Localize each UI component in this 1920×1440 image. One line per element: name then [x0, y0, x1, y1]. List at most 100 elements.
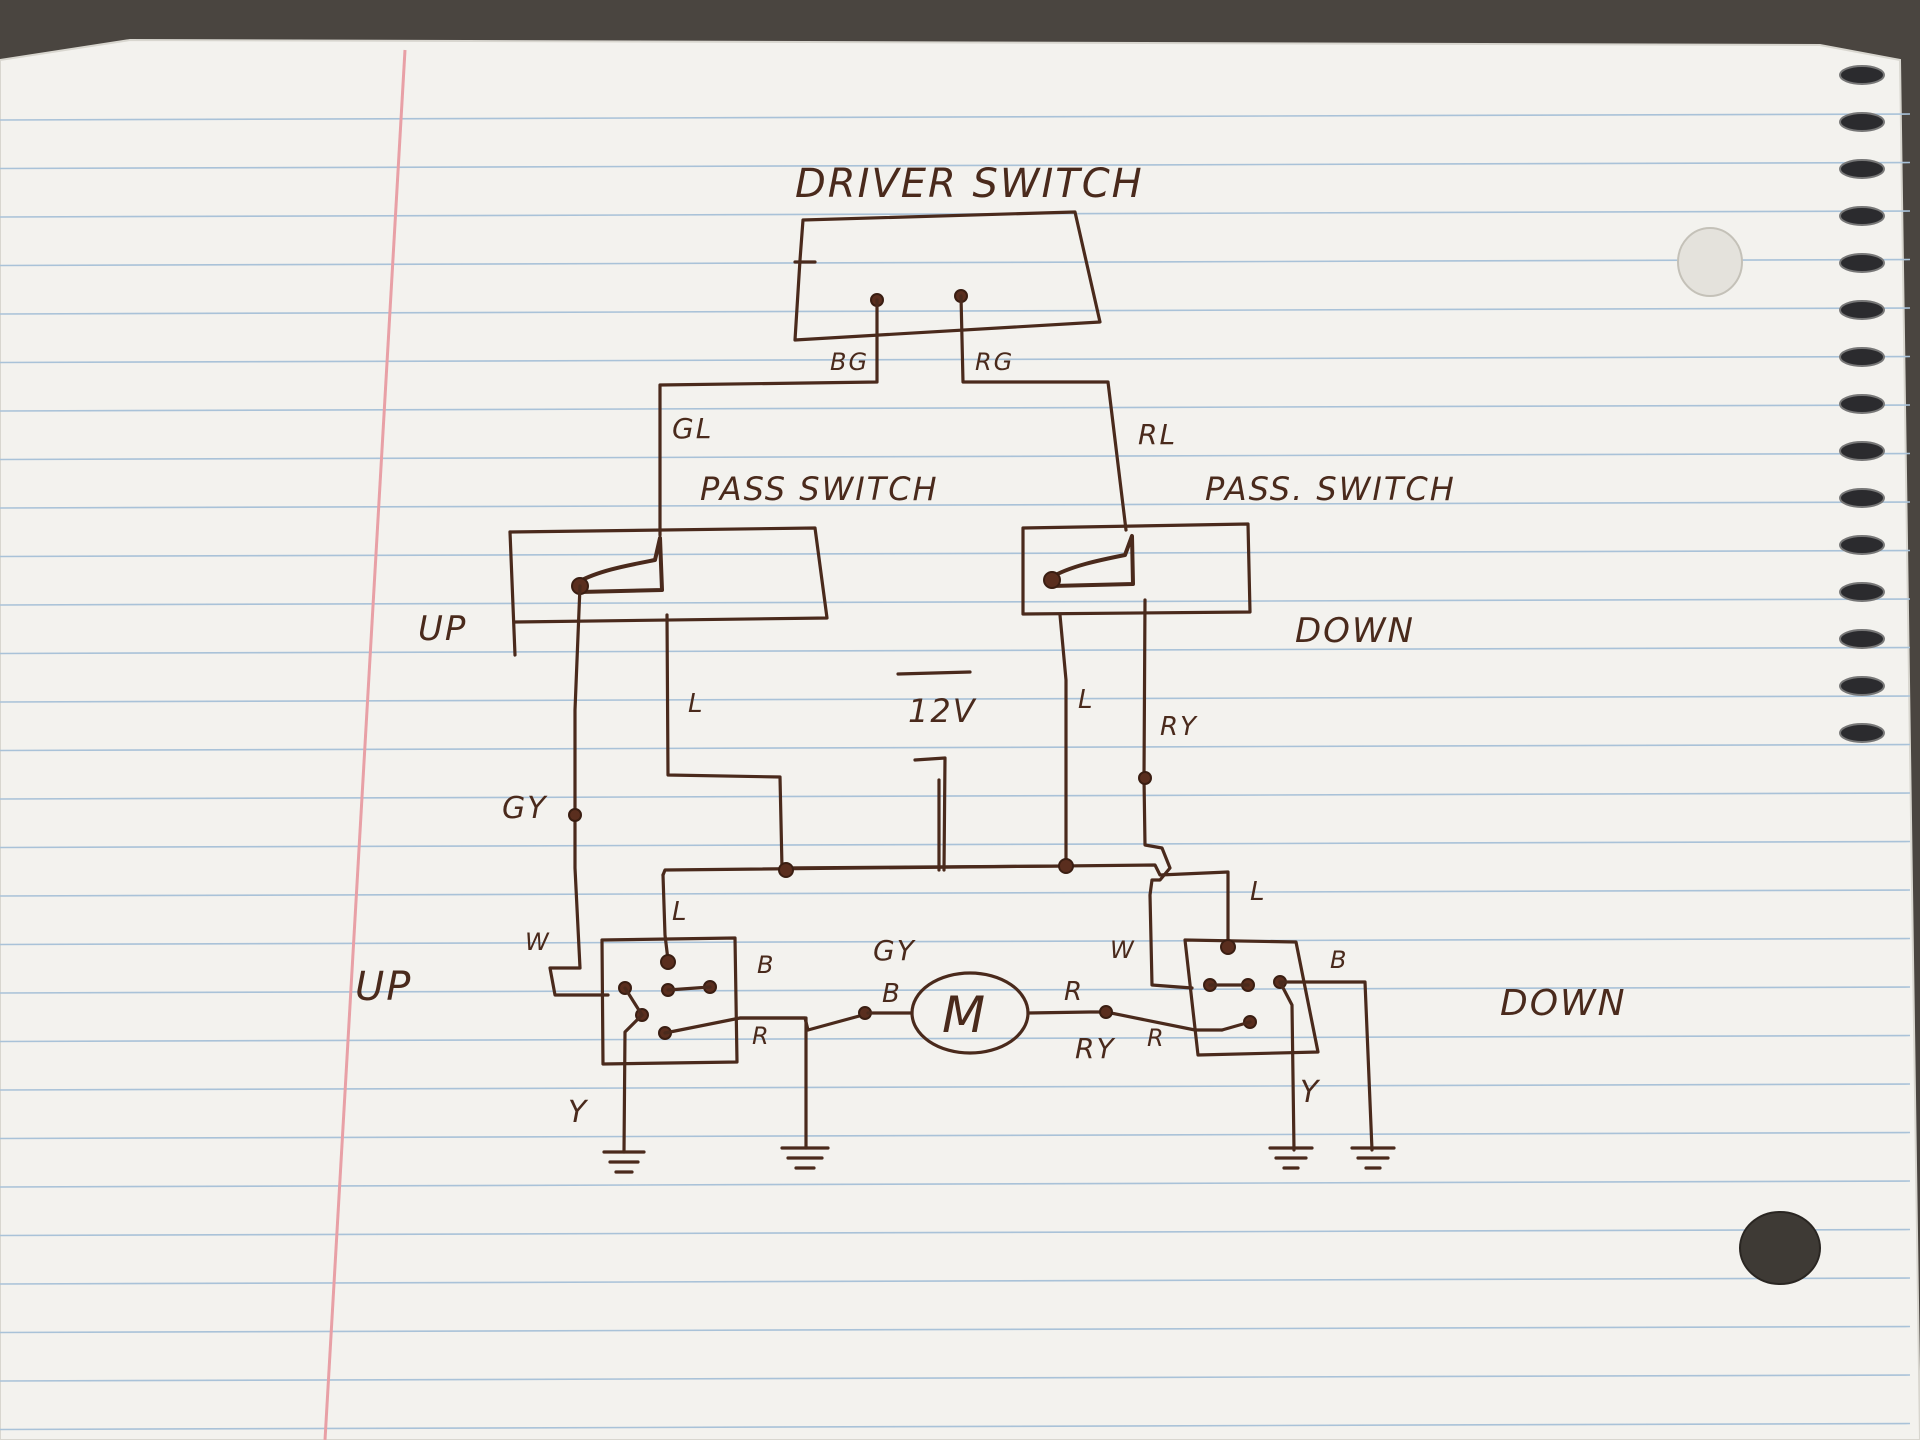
spiral-binding — [1839, 65, 1885, 743]
wire-gy-label: GY — [502, 791, 548, 826]
wire-rl-label: RL — [1138, 418, 1177, 451]
punch-hole-icon — [1677, 227, 1743, 297]
relay-left-b-ground — [738, 1016, 808, 1150]
wire-ry-junction — [1138, 771, 1152, 785]
relay-left-r-label: R — [752, 1022, 771, 1050]
relay-right-y-label: Y — [1300, 1075, 1321, 1110]
ruled-line — [0, 113, 1911, 121]
ruled-line — [0, 792, 1911, 800]
ruled-line — [0, 889, 1911, 897]
motor-left-pin-label: B — [882, 979, 902, 1009]
ruled-line — [0, 404, 1911, 412]
pass-switch-right-label: PASS. SWITCH — [1205, 470, 1456, 508]
ground-icon — [780, 1146, 830, 1170]
pass-switch-right-contact — [1048, 534, 1135, 588]
ruled-line — [0, 840, 1911, 849]
motor-right-pin-label: R — [1064, 977, 1084, 1007]
spiral-coil-icon — [1839, 488, 1885, 508]
ruled-line — [0, 1228, 1911, 1237]
relay-left-pin-top — [660, 954, 676, 970]
relay-left-b-label: B — [757, 951, 775, 979]
ruled-line — [0, 1083, 1911, 1091]
bus-left-drop — [661, 873, 670, 962]
driver-switch-title: DRIVER SWITCH — [795, 161, 1144, 207]
relay-right-pin-top — [1220, 939, 1236, 955]
ruled-line — [0, 1277, 1911, 1285]
bus-junction-left — [778, 862, 794, 878]
ruled-line — [0, 1325, 1911, 1334]
relay-right-side-label: DOWN — [1500, 983, 1627, 1024]
wire-gy-w — [548, 584, 610, 997]
bus-line — [661, 863, 1230, 947]
ruled-line — [0, 452, 1911, 461]
margin-line — [323, 49, 407, 1440]
spiral-coil-icon — [1839, 300, 1885, 320]
spiral-coil-icon — [1839, 253, 1885, 273]
ground-icon — [602, 1150, 646, 1174]
punch-hole-icon — [1739, 1211, 1821, 1285]
driver-switch-box — [793, 210, 1102, 342]
relay-left-y-label: Y — [568, 1095, 589, 1130]
pass-left-side-label: UP — [418, 609, 467, 649]
ruled-line — [0, 695, 1911, 703]
ruled-line — [0, 501, 1911, 509]
relay-right-w-label: W — [1110, 936, 1136, 964]
supply-label: 12V — [908, 692, 977, 730]
ruled-line — [0, 1131, 1911, 1140]
relay-left-w-label: W — [525, 928, 551, 956]
relay-left-y-wire — [622, 1013, 644, 1154]
pass-switch-left-label: PASS SWITCH — [700, 470, 939, 508]
pass-switch-left-contact — [576, 536, 664, 594]
ruled-line — [0, 1034, 1911, 1043]
relay-right-b-ground — [1278, 980, 1374, 1152]
wire-rl — [959, 294, 1128, 532]
pass-right-side-label: DOWN — [1295, 611, 1415, 651]
spiral-coil-icon — [1839, 347, 1885, 367]
ruled-line — [0, 1374, 1911, 1382]
relay-left-side-label: UP — [355, 964, 412, 1010]
motor-right-junction — [1099, 1005, 1113, 1019]
ruled-line — [0, 937, 1911, 946]
ruled-line — [0, 598, 1911, 606]
pass-switch-left-edge — [508, 530, 517, 657]
relay-right-top-label: L — [1250, 877, 1267, 907]
motor-right-wire-label: RY — [1075, 1032, 1116, 1065]
bus-junction-right — [1058, 858, 1074, 874]
spiral-coil-icon — [1839, 676, 1885, 696]
spiral-coil-icon — [1839, 112, 1885, 132]
wire-l-right-label: L — [1078, 685, 1095, 715]
ruled-line — [0, 646, 1911, 655]
wire-gl — [658, 298, 879, 537]
spiral-coil-icon — [1839, 723, 1885, 743]
spiral-coil-icon — [1839, 206, 1885, 226]
relay-left-box — [600, 936, 739, 1066]
relay-left-top-label: L — [672, 897, 689, 927]
ruled-line — [0, 161, 1911, 170]
spiral-coil-icon — [1839, 582, 1885, 602]
ruled-line — [0, 258, 1911, 267]
ground-icon — [1350, 1146, 1396, 1170]
relay-right-b-label: B — [1330, 946, 1348, 974]
motor-left-lead — [806, 1013, 865, 1032]
relay-right-contacts — [1208, 980, 1296, 1152]
ruled-line — [0, 1180, 1911, 1188]
pass-switch-right-box — [1021, 522, 1252, 616]
ruled-line — [0, 743, 1911, 752]
motor-left-wire-label: GY — [873, 934, 916, 967]
wire-gl-label: GL — [672, 412, 713, 445]
ruled-line — [0, 355, 1911, 364]
spiral-coil-icon — [1839, 65, 1885, 85]
pass-switch-left-box — [508, 526, 829, 624]
driver-wire-left-label: BG — [830, 348, 869, 376]
wire-l-left-label: L — [688, 689, 705, 719]
supply-lead — [913, 756, 947, 872]
spiral-coil-icon — [1839, 535, 1885, 555]
relay-right-r-label: R — [1147, 1024, 1166, 1052]
wire-ry-label: RY — [1160, 712, 1198, 742]
ruled-line — [0, 307, 1911, 315]
driver-wire-right-label: RG — [975, 348, 1014, 376]
ground-icon — [1268, 1146, 1314, 1170]
ruled-lines — [0, 113, 1911, 1431]
